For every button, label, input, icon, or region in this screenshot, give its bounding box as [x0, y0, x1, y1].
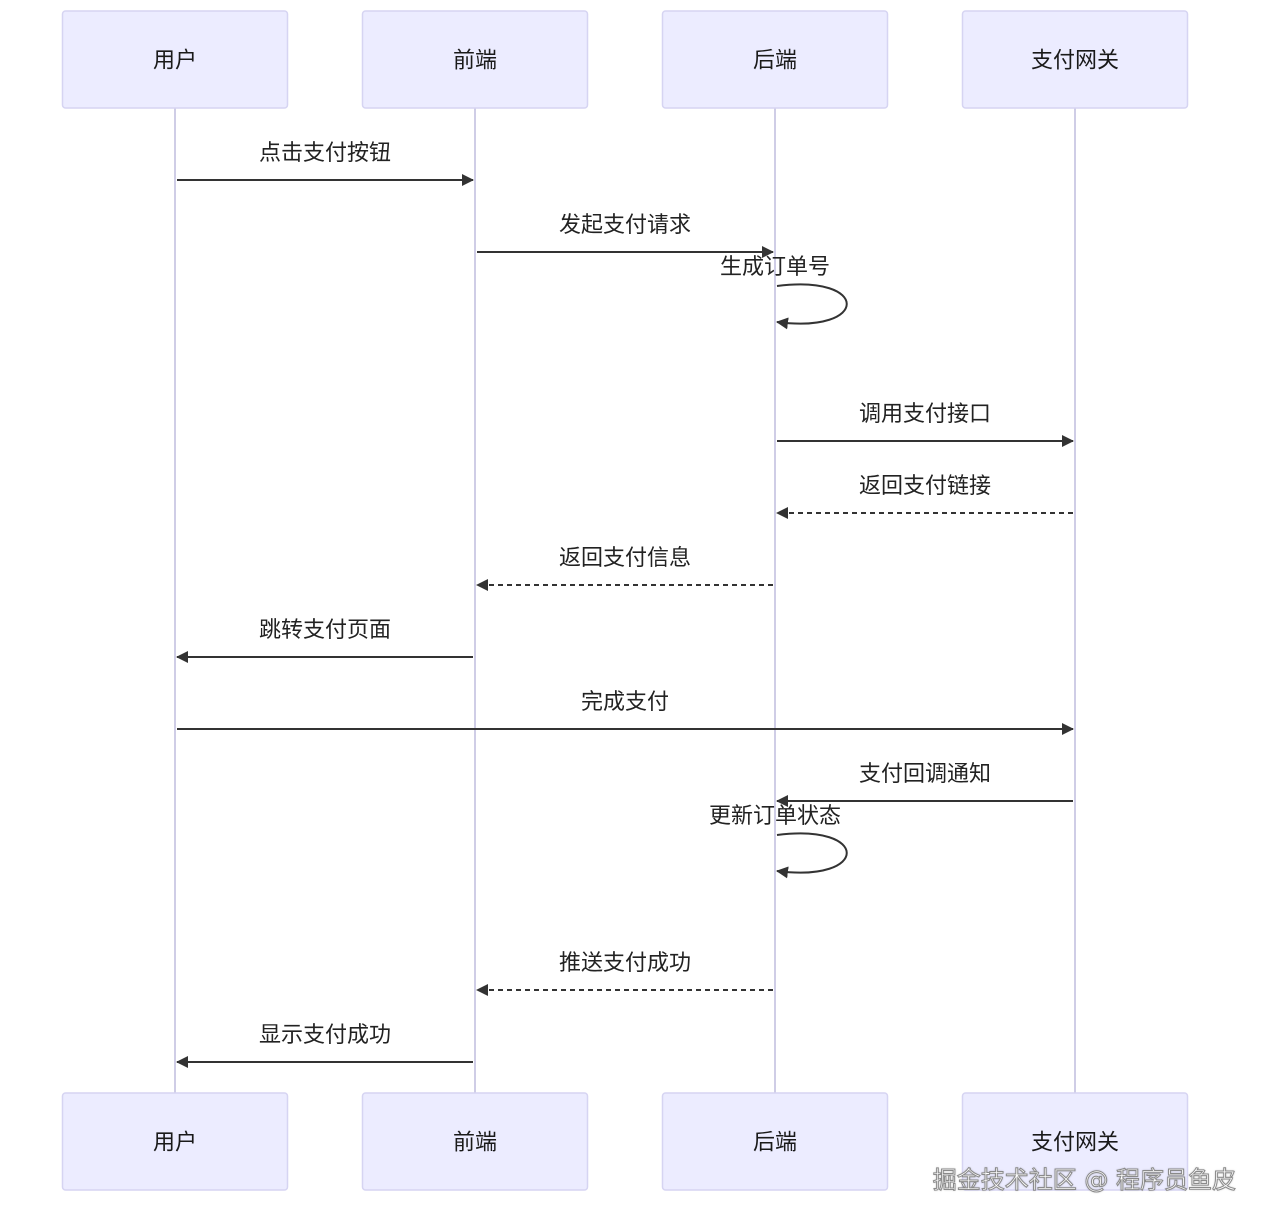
actor-rect: [961, 1092, 1189, 1191]
message-5: 返回支付信息: [476, 546, 773, 591]
actors-top: 用户 前端 后端 支付网关: [61, 10, 1189, 109]
actor-label: 支付网关: [1031, 49, 1119, 74]
message-8: 支付回调通知: [776, 762, 1073, 807]
message-label: 完成支付: [581, 690, 669, 715]
actor-box-bottom-0: 用户: [61, 1092, 289, 1191]
actor-box-top-2: 后端: [661, 10, 889, 109]
message-label: 更新订单状态: [709, 804, 841, 829]
actor-box-bottom-2: 后端: [661, 1092, 889, 1191]
actor-rect: [361, 1092, 589, 1191]
actor-box-top-0: 用户: [61, 10, 289, 109]
message-2: 生成订单号: [720, 255, 848, 330]
message-4: 返回支付链接: [776, 474, 1073, 519]
message-label: 支付回调通知: [859, 762, 991, 787]
lifelines: [174, 108, 1076, 1093]
message-6: 跳转支付页面: [176, 618, 473, 663]
message-label: 返回支付信息: [559, 546, 691, 571]
actor-label: 用户: [153, 49, 197, 74]
message-0: 点击支付按钮: [177, 141, 474, 186]
message-label: 生成订单号: [720, 255, 830, 280]
actor-box-top-3: 支付网关: [961, 10, 1189, 109]
message-10: 推送支付成功: [476, 951, 773, 996]
message-11: 显示支付成功: [176, 1023, 473, 1068]
actor-box-top-1: 前端: [361, 10, 589, 109]
message-7: 完成支付: [177, 690, 1074, 735]
message-label: 点击支付按钮: [259, 141, 391, 166]
actor-label: 前端: [453, 1131, 497, 1156]
watermark: 掘金技术社区 @ 程序员鱼皮: [932, 1166, 1236, 1195]
actor-label: 后端: [753, 1131, 797, 1156]
message-9: 更新订单状态: [709, 804, 848, 879]
actor-box-bottom-3: 支付网关: [961, 1092, 1189, 1191]
self-loop-arrow: [776, 832, 848, 879]
self-loop-arrow: [776, 283, 848, 330]
actor-rect: [61, 1092, 289, 1191]
actor-rect: [961, 10, 1189, 109]
message-label: 推送支付成功: [559, 951, 691, 976]
actor-rect: [661, 1092, 889, 1191]
actor-box-bottom-1: 前端: [361, 1092, 589, 1191]
messages: 点击支付按钮发起支付请求生成订单号调用支付接口返回支付链接返回支付信息跳转支付页…: [176, 141, 1074, 1068]
actors-bottom: 用户 前端 后端 支付网关: [61, 1092, 1189, 1191]
actor-label: 后端: [753, 49, 797, 74]
message-1: 发起支付请求: [477, 213, 774, 258]
actor-label: 用户: [153, 1131, 197, 1156]
message-label: 调用支付接口: [859, 402, 991, 427]
message-label: 跳转支付页面: [259, 618, 391, 643]
message-3: 调用支付接口: [777, 402, 1074, 447]
actor-rect: [661, 10, 889, 109]
actor-label: 前端: [453, 49, 497, 74]
message-label: 返回支付链接: [859, 474, 991, 499]
actor-label: 支付网关: [1031, 1131, 1119, 1156]
actor-rect: [361, 10, 589, 109]
message-label: 显示支付成功: [259, 1023, 391, 1048]
actor-rect: [61, 10, 289, 109]
message-label: 发起支付请求: [559, 213, 691, 238]
